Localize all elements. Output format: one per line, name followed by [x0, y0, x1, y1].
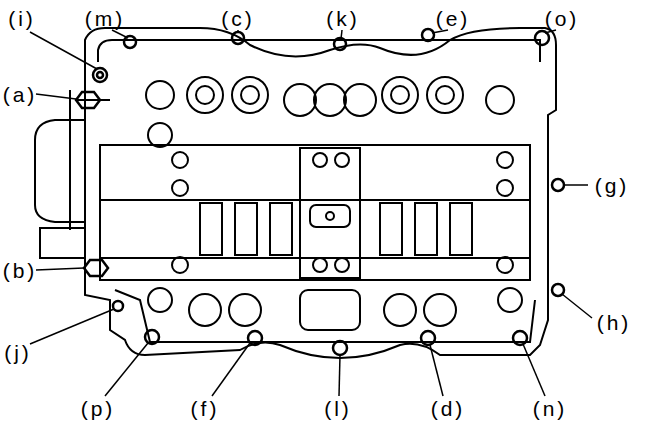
callout-letter: (o) — [545, 8, 580, 29]
camshaft-band — [100, 145, 530, 200]
head-outline — [85, 28, 556, 358]
callout-letter: (m) — [85, 8, 125, 29]
inner-rim — [98, 40, 540, 62]
leader-lines — [30, 30, 592, 396]
head-bolts — [76, 29, 564, 355]
callout-letter: (k) — [326, 8, 360, 29]
callout-letter: (l) — [324, 398, 352, 419]
callout-letter: (g) — [595, 175, 630, 196]
edge-line — [70, 90, 110, 230]
callout-letter: (n) — [533, 398, 568, 419]
cap-bolts — [172, 152, 513, 273]
callout-letter: (i) — [8, 8, 36, 29]
callout-letter: (f) — [191, 398, 220, 419]
callout-letter: (b) — [3, 260, 38, 281]
edge-line — [99, 200, 101, 258]
callout-letter: (e) — [436, 8, 471, 29]
camshaft-band — [100, 258, 530, 280]
cam-lobes — [200, 148, 472, 278]
callout-letter: (j) — [4, 342, 32, 363]
callout-letter: (a) — [3, 84, 38, 105]
boss — [40, 228, 85, 258]
callout-letter: (c) — [221, 8, 255, 29]
callout-letter: (d) — [431, 398, 466, 419]
edge-line — [529, 200, 531, 258]
cam-sprocket-boss — [35, 120, 85, 222]
callout-letter: (h) — [597, 312, 632, 333]
inner-rim — [115, 290, 535, 342]
callout-letter: (p) — [81, 398, 116, 419]
valves — [146, 77, 522, 330]
